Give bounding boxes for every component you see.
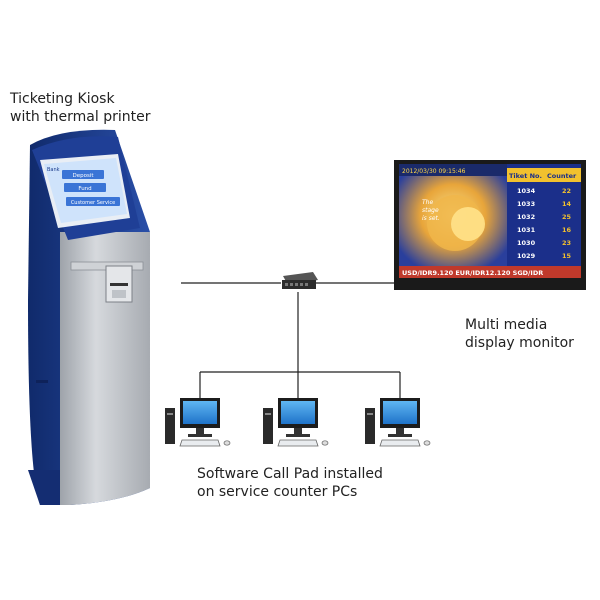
col-ticket-header: Tiket No. [509,172,542,180]
network-switch [282,272,318,289]
pc-3 [365,398,431,447]
ticket-number: 1031 [517,226,536,234]
counter-number: 16 [562,226,572,234]
counter-number: 15 [562,252,572,260]
ticket-number: 1032 [517,213,535,221]
kiosk-btn-customer-service[interactable] [66,197,120,206]
display-datetime: 2012/03/30 09:15:46 [402,168,466,175]
kiosk-btn-deposit-label: Deposit [72,173,94,179]
ticket-number: 1030 [517,239,536,247]
monitor-caption-line-2: display monitor [465,335,574,351]
col-counter-header: Counter [547,172,577,180]
display-ticker: USD/IDR9.120 EUR/IDR12.120 SGD/IDR [402,269,543,277]
svg-text:is set.: is set. [422,215,440,222]
pc-1 [165,398,231,447]
counter-number: 23 [562,239,571,247]
kiosk-caption-line-2: with thermal printer [10,109,151,125]
display-banner-text: The stage is set. [422,199,440,222]
pcs-caption-line-2: on service counter PCs [197,484,358,500]
display-monitor: 2012/03/30 09:15:46 The stage is set. Ti… [394,160,586,290]
connection-lines [181,282,401,398]
ticket-number: 1034 [517,187,536,195]
pcs-caption: Software Call Pad installed on service c… [197,465,383,501]
ticket-number: 1029 [517,252,536,260]
kiosk-btn-customer-service-label: Customer Service [71,200,115,206]
queue-table: 1034 22 1033 14 1032 25 1031 16 1030 23 1029 15 [517,187,572,260]
svg-text:The: The [422,199,433,206]
monitor-caption: Multi media display monitor [465,316,574,352]
svg-text:stage: stage [422,207,439,214]
monitor-caption-line-1: Multi media [465,317,548,333]
pc-2 [263,398,329,447]
counter-number: 14 [562,200,572,208]
service-counter-pcs [165,398,431,447]
counter-number: 25 [562,213,572,221]
kiosk-btn-fund[interactable] [64,183,106,192]
counter-number: 22 [562,187,571,195]
kiosk-btn-fund-label: Fund [78,186,91,192]
kiosk-caption: Ticketing Kiosk with thermal printer [10,90,150,126]
ticketing-kiosk: Bank Deposit Fund Customer Service [28,129,150,505]
ticket-number: 1033 [517,200,535,208]
kiosk-btn-deposit[interactable] [62,170,104,179]
kiosk-caption-line-1: Ticketing Kiosk [10,91,115,107]
kiosk-brand: Bank [47,167,60,173]
pcs-caption-line-1: Software Call Pad installed [197,466,383,482]
